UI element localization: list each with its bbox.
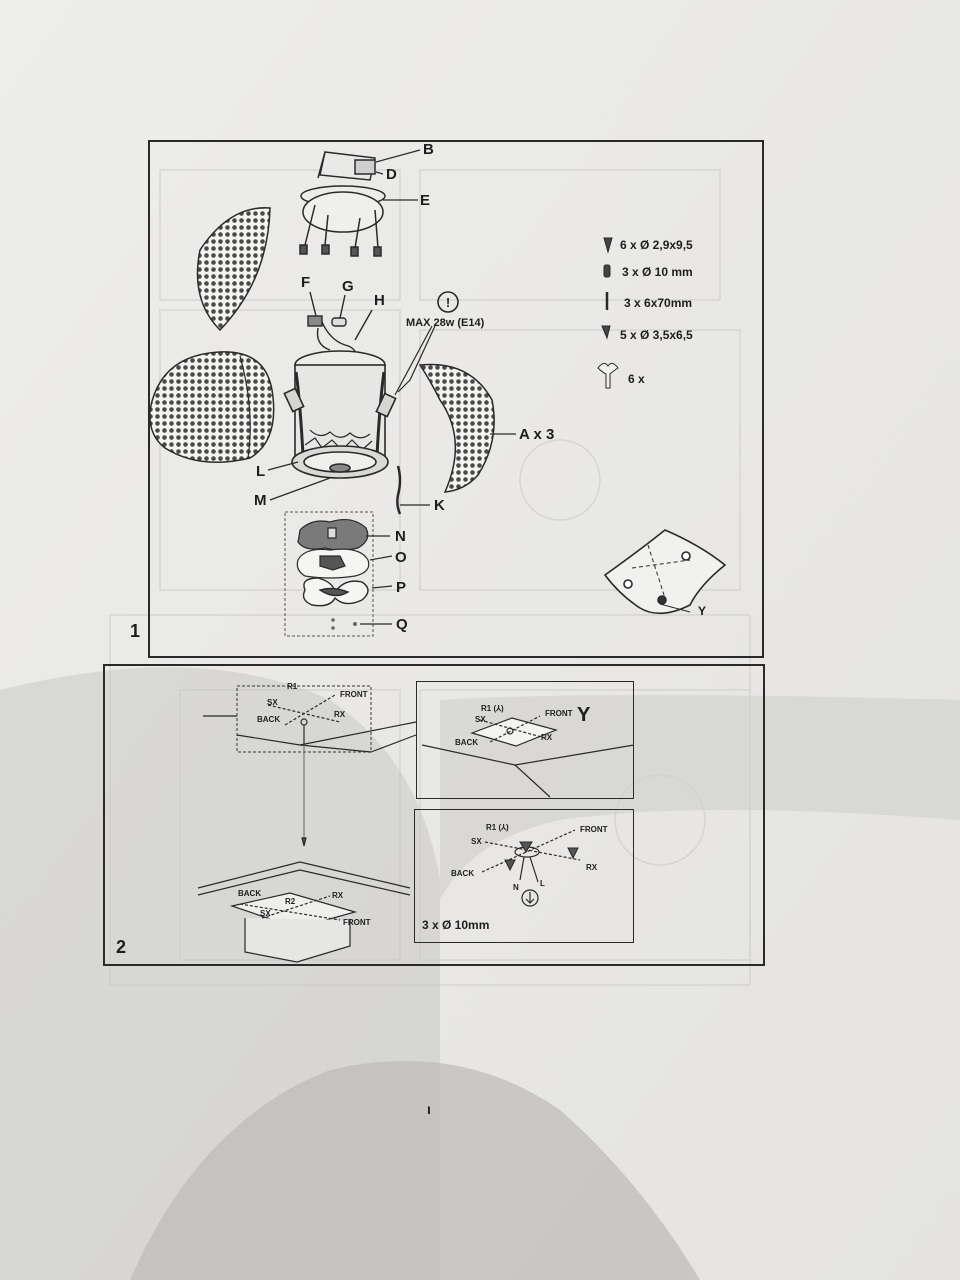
inset-bottom-front: FRONT — [580, 825, 608, 834]
label-n: N — [395, 528, 406, 545]
ceiling-rx: RX — [334, 710, 346, 719]
inset-bottom-l: L — [540, 879, 545, 888]
step-2-panel — [103, 664, 765, 966]
ceiling-sx: SX — [267, 698, 278, 707]
hardware-rod: 3 x 6x70mm — [624, 296, 693, 310]
inset-top-back: BACK — [455, 738, 479, 747]
hardware-screw-small: 6 x Ø 2,9x9,5 — [620, 238, 693, 252]
inset-bottom-n: N — [513, 883, 519, 892]
label-l: L — [256, 463, 266, 480]
label-a: A x 3 — [519, 426, 555, 443]
label-f: F — [301, 274, 311, 291]
inset-bottom-rx: RX — [586, 863, 598, 872]
step-1-number: 1 — [130, 621, 141, 641]
floor-front: FRONT — [343, 918, 371, 927]
inset-top-rx: RX — [541, 733, 553, 742]
inset-bottom-caption: 3 x Ø 10mm — [422, 918, 490, 932]
label-h: H — [374, 292, 385, 309]
inset-ceiling-fixing — [414, 809, 634, 943]
ceiling-back: BACK — [257, 715, 281, 724]
inset-top-front: FRONT — [545, 709, 573, 718]
inset-top-r1: R1 (⅄) — [481, 704, 504, 713]
max-wattage-label: MAX 28w (E14) — [406, 317, 485, 329]
hardware-dowel: 3 x Ø 10 mm — [622, 265, 693, 279]
label-m: M — [254, 492, 267, 509]
inset-top-y: Y — [577, 704, 591, 726]
page-mark: ı — [427, 1101, 431, 1117]
label-b: B — [423, 141, 434, 158]
label-y: Y — [698, 604, 707, 618]
floor-sx: SX — [260, 909, 271, 918]
inset-bottom-sx: SX — [471, 837, 482, 846]
label-g: G — [342, 278, 354, 295]
step-1-panel — [148, 140, 764, 658]
label-p: P — [396, 579, 407, 596]
label-q: Q — [396, 616, 408, 633]
ceiling-r1: R1 — [287, 682, 298, 691]
hardware-wing-screw: 6 x — [628, 372, 645, 386]
inset-top-sx: SX — [475, 715, 486, 724]
floor-back: BACK — [238, 889, 262, 898]
step-2-number: 2 — [116, 937, 127, 957]
hardware-screw-large: 5 x Ø 3,5x6,5 — [620, 328, 693, 342]
label-d: D — [386, 166, 397, 183]
label-e: E — [420, 192, 431, 209]
inset-bottom-back: BACK — [451, 869, 475, 878]
floor-rx: RX — [332, 891, 344, 900]
floor-r2: R2 — [285, 897, 296, 906]
inset-bottom-r1: R1 (⅄) — [486, 823, 509, 832]
ceiling-front: FRONT — [340, 690, 368, 699]
label-k: K — [434, 497, 445, 514]
inset-ceiling-plate — [416, 681, 634, 799]
label-o: O — [395, 549, 407, 566]
